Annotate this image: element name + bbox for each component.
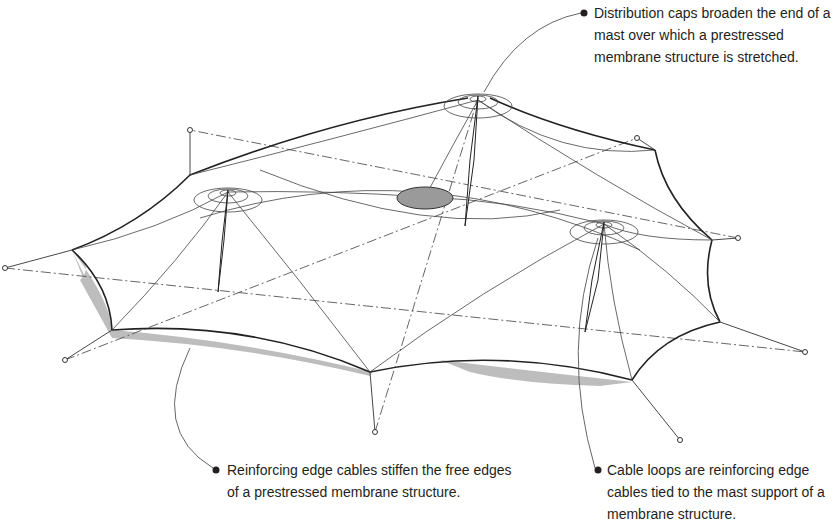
- callout-text: Reinforcing edge cables stiffen the free…: [227, 459, 527, 503]
- callout-text: Cable loops are reinforcing edge cables …: [607, 459, 837, 525]
- callout-text: Distribution caps broaden the end of a m…: [594, 2, 836, 68]
